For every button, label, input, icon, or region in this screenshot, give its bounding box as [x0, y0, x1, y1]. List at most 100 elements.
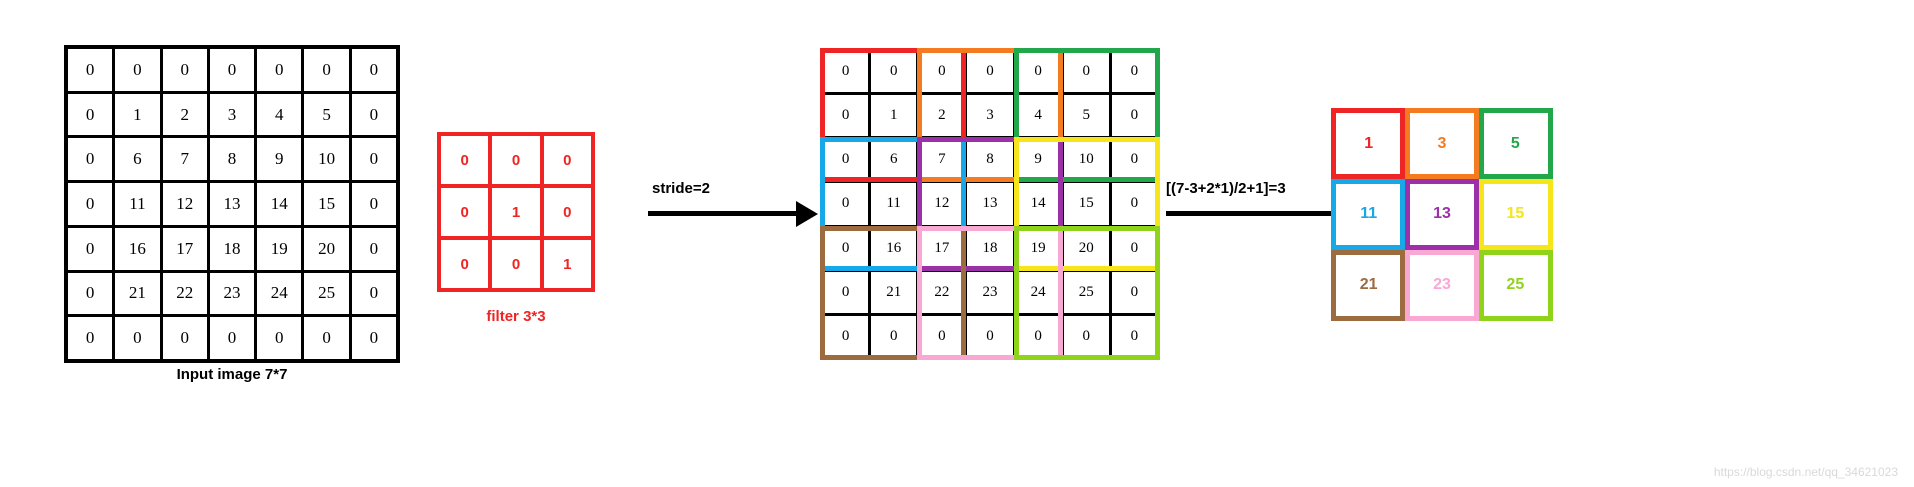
padded-grid-cell: 5 [1063, 95, 1109, 137]
input-grid-cell: 0 [115, 317, 160, 359]
watermark: https://blog.csdn.net/qq_34621023 [1713, 465, 1898, 479]
padded-grid-cell: 24 [1015, 271, 1061, 313]
padded-grid-cell: 0 [1111, 51, 1157, 93]
padded-grid-cell: 14 [1015, 183, 1061, 225]
padded-grid-cell: 0 [871, 315, 917, 357]
input-grid-cell: 0 [162, 49, 207, 91]
padded-grid-cell: 11 [871, 183, 917, 225]
padded-grid-cell: 21 [871, 271, 917, 313]
input-grid-cell: 0 [351, 183, 396, 225]
input-grid-cell: 0 [68, 138, 113, 181]
padded-grid-cell: 0 [919, 51, 965, 93]
output-grid-cell: 25 [1480, 251, 1550, 318]
padded-grid-cell: 0 [967, 315, 1013, 357]
input-grid-cell: 23 [209, 272, 255, 315]
input-grid-cell: 0 [68, 227, 113, 270]
input-grid-cell: 0 [351, 93, 396, 136]
output-size-formula: [(7-3+2*1)/2+1]=3 [1166, 180, 1286, 197]
input-grid-cell: 6 [115, 138, 160, 181]
input-grid-cell: 16 [115, 227, 160, 270]
padded-grid-cell: 0 [871, 51, 917, 93]
output-grid-cell: 3 [1407, 111, 1477, 178]
padded-grid-cell: 0 [1111, 183, 1157, 225]
padded-grid-cell: 1 [871, 95, 917, 137]
padded-grid-cell: 0 [823, 95, 869, 137]
input-grid-cell: 20 [304, 227, 349, 270]
input-grid-cell: 0 [351, 49, 396, 91]
filter-grid-cell: 0 [441, 188, 489, 236]
padded-grid-cell: 0 [823, 51, 869, 93]
filter-grid-cell: 1 [492, 188, 540, 236]
padded-grid-cell: 19 [1015, 227, 1061, 269]
input-grid-cell: 14 [257, 183, 302, 225]
input-grid-cell: 18 [209, 227, 255, 270]
input-grid-cell: 0 [304, 317, 349, 359]
input-grid-cell: 10 [304, 138, 349, 181]
padded-grid-cell: 7 [919, 139, 965, 181]
filter-caption: filter 3*3 [486, 308, 546, 325]
filter-grid-cell: 0 [543, 188, 591, 236]
input-grid-cell: 0 [209, 49, 255, 91]
padded-grid-cell: 0 [967, 51, 1013, 93]
filter-grid-cell: 0 [543, 136, 591, 184]
padded-grid-cell: 0 [823, 315, 869, 357]
input-grid-cell: 0 [351, 317, 396, 359]
input-grid-cell: 9 [257, 138, 302, 181]
output-grid-cell: 11 [1334, 181, 1404, 248]
padded-grid-cell: 0 [1111, 95, 1157, 137]
padded-grid-cell: 25 [1063, 271, 1109, 313]
padded-grid-cell: 17 [919, 227, 965, 269]
filter-grid-cell: 0 [492, 136, 540, 184]
padded-grid-cell: 9 [1015, 139, 1061, 181]
input-grid-cell: 24 [257, 272, 302, 315]
padded-grid-cell: 2 [919, 95, 965, 137]
stride-arrow-line [648, 211, 798, 216]
input-grid-cell: 25 [304, 272, 349, 315]
input-grid-cell: 0 [162, 317, 207, 359]
padded-grid-cell: 0 [823, 227, 869, 269]
filter-grid-cell: 1 [543, 240, 591, 288]
formula-arrow-line [1166, 211, 1336, 216]
padded-grid-cell: 8 [967, 139, 1013, 181]
padded-grid-cell: 0 [1111, 227, 1157, 269]
padded-grid-cell: 10 [1063, 139, 1109, 181]
input-grid-cell: 8 [209, 138, 255, 181]
input-grid-cell: 0 [257, 49, 302, 91]
input-grid-cell: 1 [115, 93, 160, 136]
output-grid-cell: 5 [1480, 111, 1550, 178]
padded-grid-cell: 0 [1111, 315, 1157, 357]
padded-grid-cell: 22 [919, 271, 965, 313]
filter-grid-cell: 0 [492, 240, 540, 288]
input-grid-cell: 15 [304, 183, 349, 225]
padded-grid-cell: 0 [823, 183, 869, 225]
input-grid-cell: 13 [209, 183, 255, 225]
input-grid-cell: 3 [209, 93, 255, 136]
padded-grid-cell: 0 [823, 271, 869, 313]
input-grid-cell: 0 [209, 317, 255, 359]
padded-grid-cell: 0 [1063, 315, 1109, 357]
input-grid-cell: 21 [115, 272, 160, 315]
stride-label: stride=2 [652, 180, 710, 197]
padded-grid-cell: 4 [1015, 95, 1061, 137]
input-grid-cell: 0 [68, 93, 113, 136]
padded-grid-cell: 20 [1063, 227, 1109, 269]
padded-grid-cell: 12 [919, 183, 965, 225]
padded-grid-cell: 15 [1063, 183, 1109, 225]
input-grid-cell: 2 [162, 93, 207, 136]
input-grid-cell: 17 [162, 227, 207, 270]
input-grid-cell: 19 [257, 227, 302, 270]
filter-grid-cell: 0 [441, 240, 489, 288]
stride-arrow: stride=2 [648, 180, 823, 230]
input-grid-cell: 0 [351, 272, 396, 315]
input-image-caption: Input image 7*7 [176, 366, 288, 383]
input-grid-cell: 11 [115, 183, 160, 225]
padded-grid-cell: 6 [871, 139, 917, 181]
padded-grid-cell: 16 [871, 227, 917, 269]
padded-grid-cell: 18 [967, 227, 1013, 269]
input-grid-cell: 7 [162, 138, 207, 181]
